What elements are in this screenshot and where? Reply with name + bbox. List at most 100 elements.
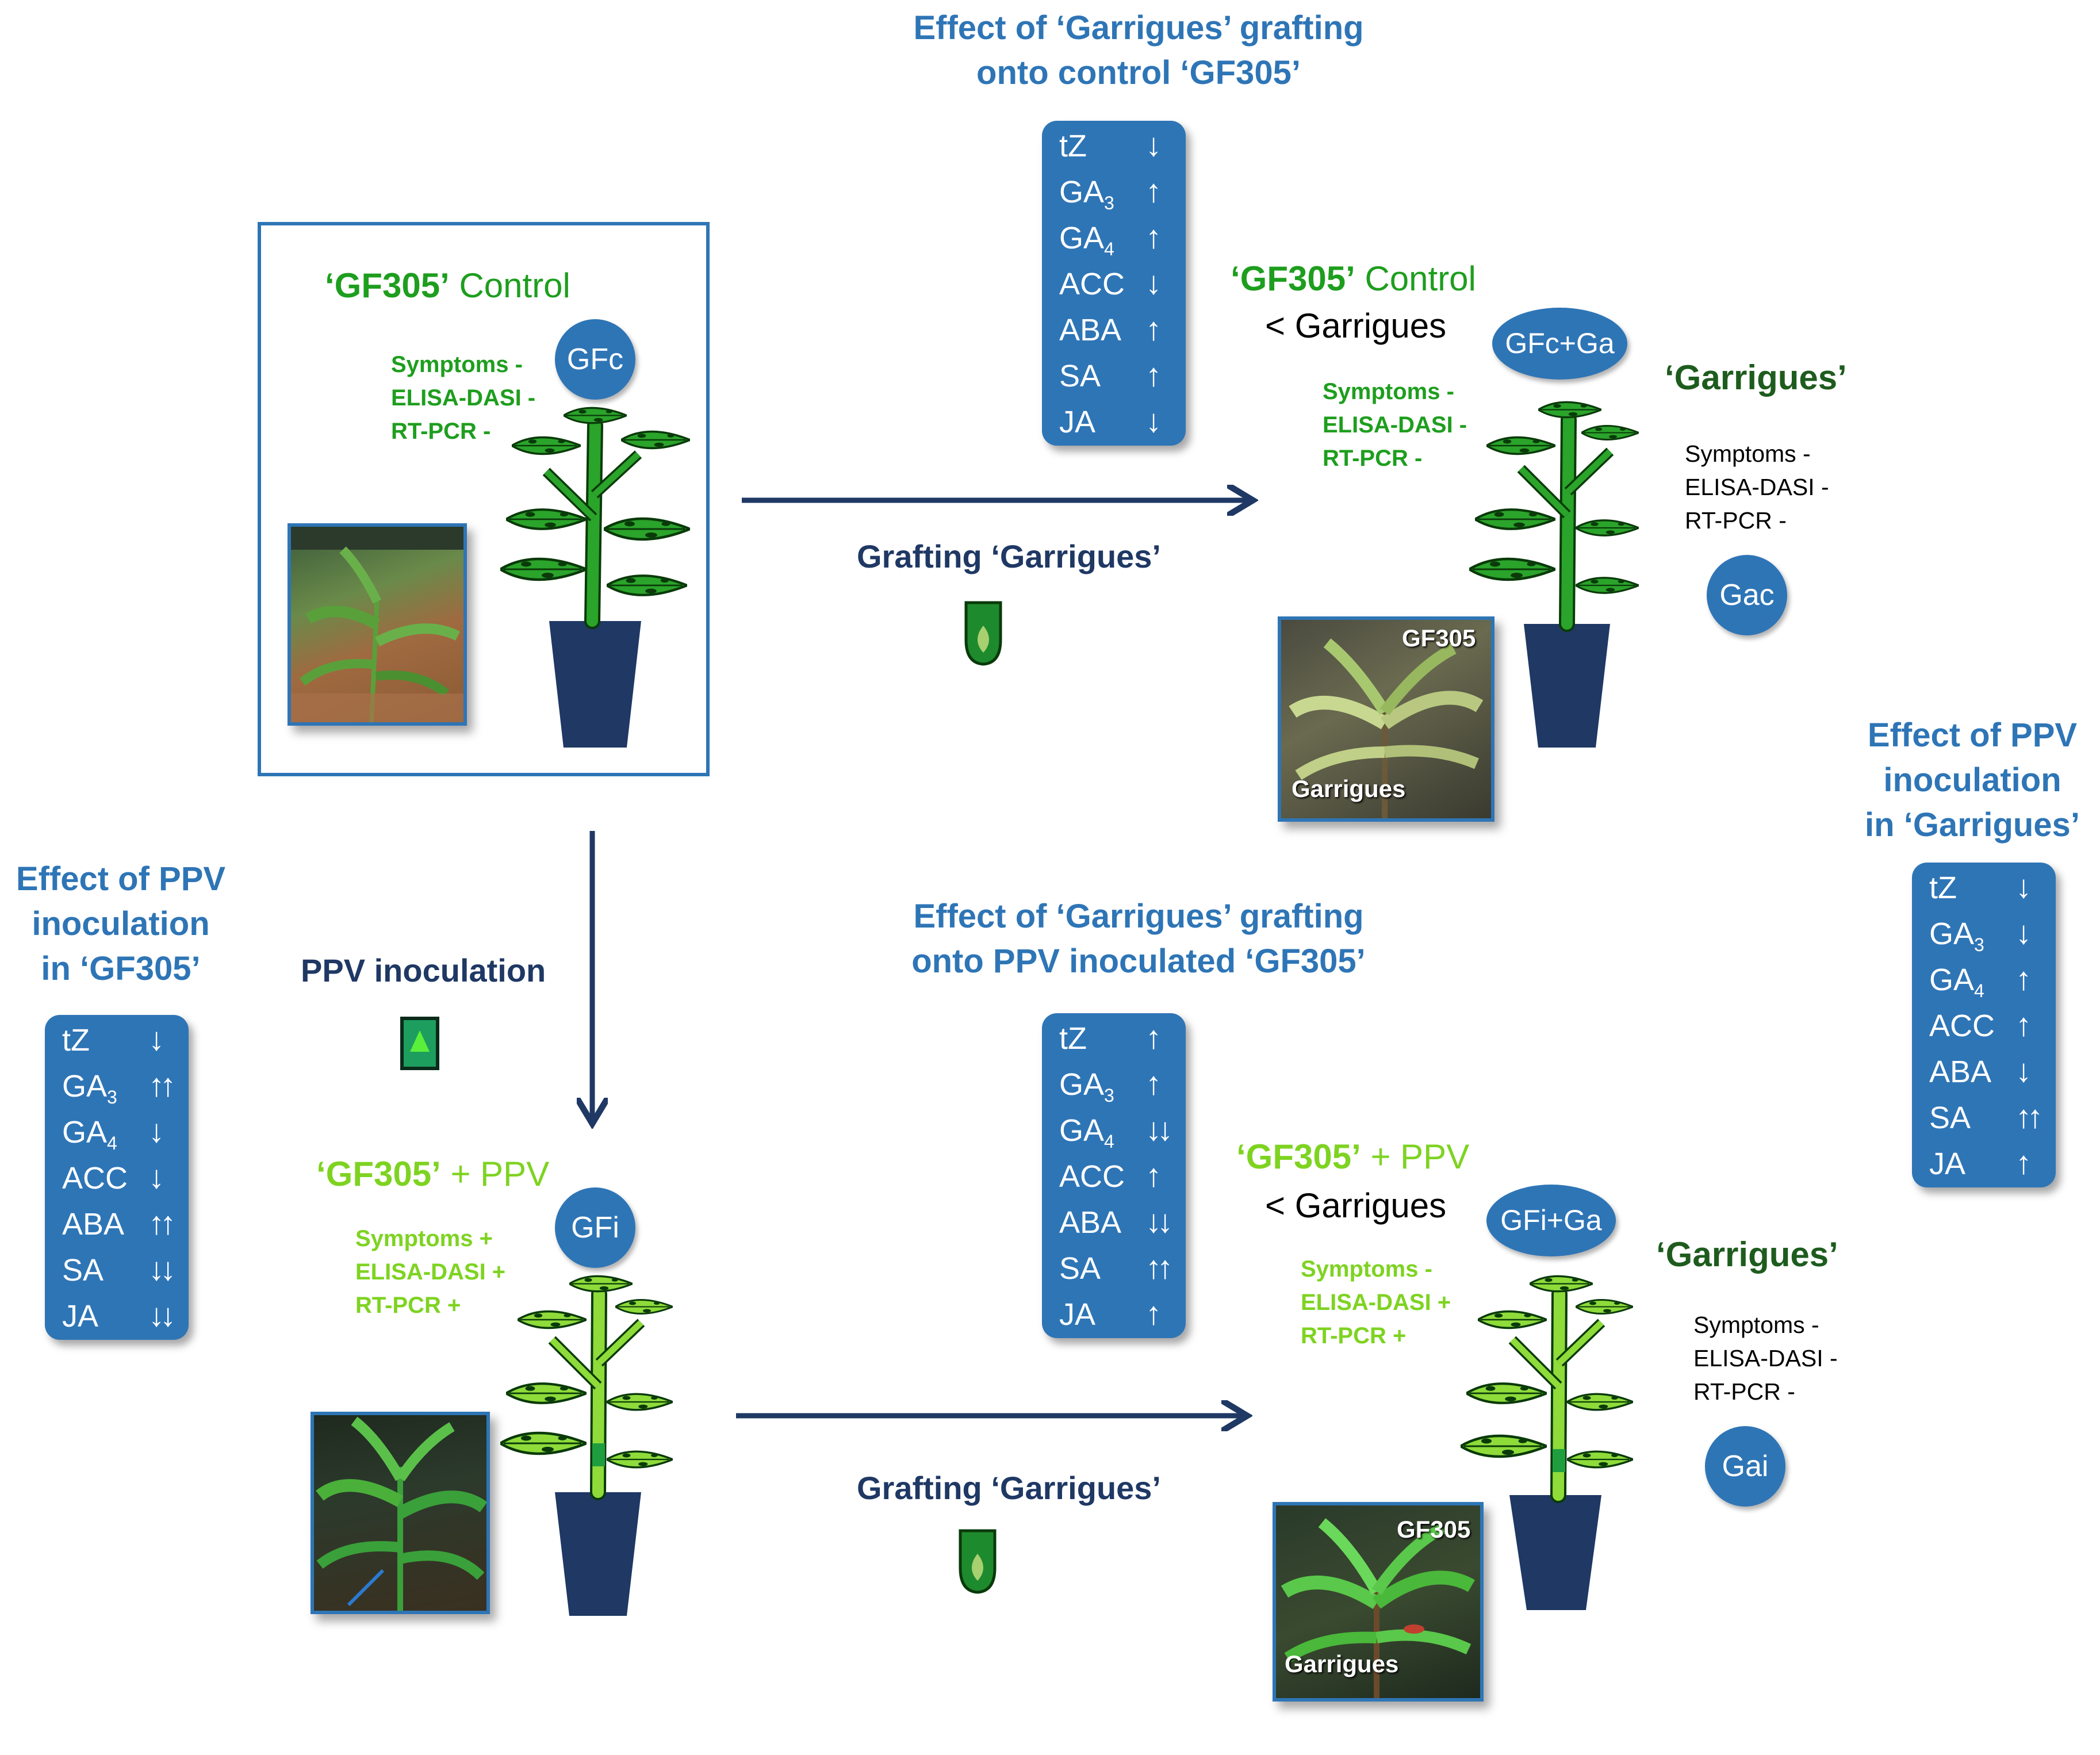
hormone-row: GA3↑ [1059,169,1186,215]
hormone-label: GA [1059,1067,1105,1102]
title-gfi: ‘GF305’ + PPV [316,1153,549,1195]
title-gfc-ga-line2: < Garrigues [1265,306,1447,345]
hormone-label: ABA [1929,1055,1992,1089]
hormone-name: ACC [1059,266,1125,302]
header-line: Effect of PPV [16,860,226,898]
hormone-name: tZ [1059,128,1087,164]
hormone-row: tZ↓ [62,1017,189,1063]
hormone-name: ABA [62,1206,124,1243]
hormone-name: GA3 [1929,915,1984,963]
hormone-label: tZ [1059,129,1087,163]
hormone-row: GA4↑ [1059,215,1186,261]
hormone-label: ACC [62,1161,128,1195]
code-label: Gai [1722,1450,1769,1483]
hormone-name: tZ [1929,869,1957,906]
hormone-subscript: 3 [107,1087,117,1108]
hormone-box-ppv-garrigues: tZ↓GA3↓GA4↑ACC↑ABA↓SA↑↑JA↑ [1912,863,2056,1187]
diag-line: ELISA-DASI - [391,385,536,411]
hormone-label: SA [1059,1251,1101,1286]
grafted-plant-image [1281,1518,1475,1698]
hormone-name: GA4 [1059,1112,1114,1160]
code-oval-gfi-ga: GFi+Ga [1486,1185,1616,1256]
diag-line: RT-PCR - [1693,1378,1795,1405]
hormone-label: ACC [1059,1159,1125,1194]
header-line: onto control ‘GF305’ [976,54,1301,91]
hormone-subscript: 4 [107,1133,117,1154]
hormone-box-grafting-ppv: tZ↑GA3↑GA4↓↓ACC↑ABA↓↓SA↑↑JA↑ [1042,1013,1186,1338]
virus-icon [400,1017,439,1070]
hormone-label: JA [62,1299,99,1334]
hormone-row: ACC↑ [1059,1154,1186,1200]
title-gfi-ga: ‘GF305’ + PPV [1236,1136,1469,1178]
hormone-row: GA4↓ [62,1109,189,1155]
plant-gfi [477,1275,673,1616]
hormone-row: JA↑ [1059,1292,1186,1338]
photo-gfc-ga: GF305 Garrigues [1278,616,1494,822]
hormone-row: GA4↑ [1929,957,2056,1003]
hormone-name: SA [1929,1099,1971,1136]
hormone-label: ACC [1059,267,1125,301]
hormone-label: GA [1059,175,1105,209]
hormone-row: GA3↑ [1059,1062,1186,1108]
hormone-row: SA↓↓ [62,1247,189,1293]
photo-label-garrigues: Garrigues [1285,1650,1399,1677]
header-ppv-gf305: Effect of PPV inoculation in ‘GF305’ [0,857,242,991]
header-line: Effect of PPV [1867,716,2078,754]
hormone-row: SA↑ [1059,353,1186,399]
hormone-label: GA [62,1069,108,1103]
hormone-name: GA4 [1929,961,1984,1009]
hormone-label: ACC [1929,1009,1995,1043]
header-grafting-ppv: Effect of ‘Garrigues’ grafting onto PPV … [851,894,1426,984]
grafted-plant-image [1289,638,1484,818]
diagnostics-gfi-ga: Symptoms - ELISA-DASI + RT-PCR + [1301,1252,1451,1352]
diag-line: Symptoms - [1693,1312,1819,1338]
photo-gfi-ga: GF305 Garrigues [1273,1502,1484,1702]
title-bold: ‘GF305’ [316,1155,441,1193]
hormone-name: SA [1059,1250,1101,1287]
hormone-label: GA [1059,221,1105,255]
hormone-row: tZ↑ [1059,1016,1186,1062]
diag-line: RT-PCR - [1323,446,1423,471]
bud-icon [959,1529,997,1594]
hormone-label: SA [62,1253,104,1287]
title-gfc-ga: ‘GF305’ Control [1231,258,1476,300]
photo-gfc [288,523,467,726]
title-bold: ‘GF305’ [1231,259,1355,298]
seedling-image [291,527,463,722]
hormone-name: GA4 [62,1114,117,1162]
hormone-name: ABA [1929,1053,1991,1090]
hormone-label: tZ [1929,871,1957,905]
hormone-row: GA3↑↑ [62,1063,189,1109]
diag-line: RT-PCR + [355,1293,461,1318]
hormone-subscript: 4 [1104,239,1114,259]
diag-line: RT-PCR - [391,419,491,444]
code-oval-gai: Gai [1705,1426,1785,1507]
hormone-label: SA [1929,1101,1971,1135]
diag-line: Symptoms + [355,1226,493,1251]
hormone-box-grafting-control: tZ↓GA3↑GA4↑ACC↓ABA↑SA↑JA↓ [1042,121,1186,446]
code-oval-gac: Gac [1707,555,1787,635]
photo-gfi [311,1412,490,1614]
plant-gfi-ga [1438,1275,1633,1610]
code-oval-gfi: GFi [555,1187,635,1268]
code-label: GFi [571,1211,619,1244]
diagnostics-gfc-ga: Symptoms - ELISA-DASI - RT-PCR - [1323,375,1467,475]
hormone-name: ABA [1059,312,1121,348]
hormone-row: ABA↓↓ [1059,1200,1186,1246]
photo-label-garrigues: Garrigues [1292,775,1406,802]
hormone-label: ABA [1059,313,1122,347]
diag-line: ELISA-DASI + [355,1259,506,1285]
hormone-subscript: 4 [1104,1131,1114,1152]
hormone-row: ABA↓ [1929,1049,2056,1095]
hormone-name: GA3 [62,1068,117,1116]
hormone-name: GA4 [1059,220,1114,267]
hormone-subscript: 3 [1104,193,1114,213]
diag-line: ELISA-DASI - [1685,474,1829,500]
title-rest: + PPV [1361,1137,1470,1176]
hormone-label: GA [1059,1113,1105,1148]
diag-line: ELISA-DASI + [1301,1290,1451,1315]
scion-diagnostics-top: Symptoms - ELISA-DASI - RT-PCR - [1685,437,1829,537]
plant-gfc [495,407,690,748]
title-bold: ‘GF305’ [1236,1137,1361,1176]
